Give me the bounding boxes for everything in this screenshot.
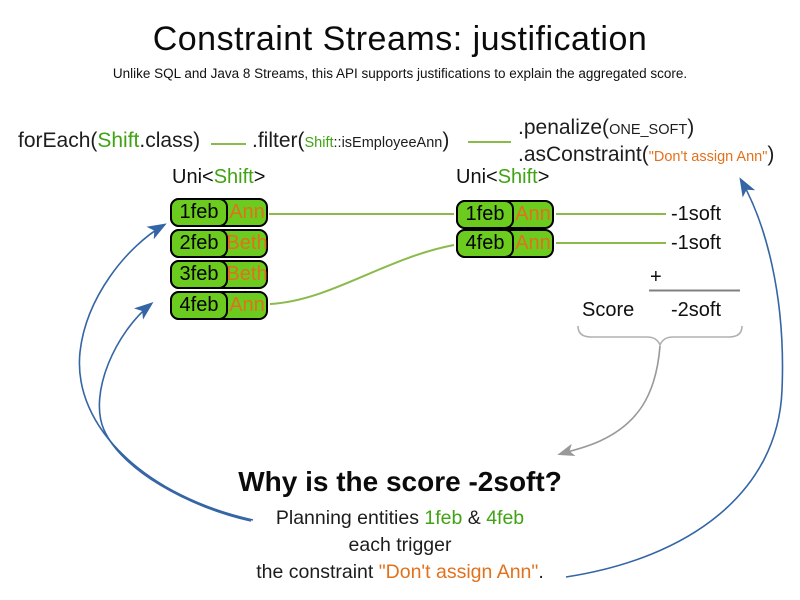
code-penalize-post: ) [687,116,695,139]
code-asconstraint: .asConstraint("Don't assign Ann") [518,143,774,167]
left-shift-row-1: Ann 1feb [170,198,268,227]
penalty-1feb: -1soft [671,203,722,225]
gray-arrow-to-why [557,345,661,457]
penalty-4feb: -1soft [671,232,722,254]
left-shift-row-4: Ann 4feb [170,291,268,320]
left-stream-label-post: > [253,166,266,188]
code-filter-arg-type: Shift [304,135,334,151]
left-shift-row-3: Beth 3feb [170,260,268,289]
score-brace [577,325,743,348]
explanation-line2: each trigger [348,534,452,556]
explanation-line3-post: . [538,561,544,583]
code-filter-post: ) [442,129,450,152]
left-stream-label-type: Shift [213,166,254,188]
shift-date: 4feb [456,229,514,258]
connector-4feb-left-right [269,244,455,305]
code-filter-pre: .filter( [252,129,305,152]
page-subtitle: Unlike SQL and Java 8 Streams, this API … [112,66,688,81]
left-shift-row-2: Beth 2feb [170,229,268,258]
shift-employee: Ann [515,203,551,225]
score-label: Score [582,299,635,321]
code-asconstraint-pre: .asConstraint( [518,143,649,166]
shift-date: 1feb [456,200,514,229]
explanation-entity-1feb: 1feb [424,507,463,529]
explanation-heading: Why is the score -2soft? [238,466,562,497]
right-shift-row-1: Ann 1feb [456,200,554,229]
explanation-line1-pre: Planning entities [275,507,425,529]
score-value: -2soft [671,299,722,321]
right-stream-label-type: Shift [497,166,538,188]
right-stream-label-post: > [537,166,550,188]
explanation-line1-amp: & [462,507,487,529]
page-title: Constraint Streams: justification [152,20,648,58]
right-shift-row-2: Ann 4feb [456,229,554,258]
shift-employee: Ann [229,294,265,316]
code-asconstraint-arg: "Don't assign Ann" [648,149,768,165]
code-filter: .filter(Shift::isEmployeeAnn) [252,129,449,153]
code-penalize-pre: .penalize( [518,116,610,139]
plus-sign: + [650,266,662,288]
code-filter-arg-method: ::isEmployeeAnn [333,135,443,151]
shift-date: 3feb [170,260,228,289]
explanation-constraint-name: "Don't assign Ann" [378,561,539,583]
shift-employee: Ann [229,201,265,223]
code-asconstraint-post: ) [767,143,775,166]
code-foreach-post: .class) [139,129,201,152]
left-stream-label: Uni<Shift> [172,166,265,189]
explanation-line3-pre: the constraint [256,561,379,583]
code-foreach: forEach(Shift.class) [18,129,200,153]
explanation-line3: the constraint "Don't assign Ann". [0,561,800,584]
code-penalize: .penalize(ONE_SOFT) [518,116,694,140]
shift-date: 4feb [170,291,228,320]
explanation-entity-4feb: 4feb [486,507,525,529]
left-stream-label-pre: Uni< [172,166,214,188]
right-stream-label: Uni<Shift> [456,166,549,189]
explanation-line1: Planning entities 1feb & 4feb [0,507,800,530]
shift-employee: Ann [515,232,551,254]
shift-employee: Beth [226,232,268,254]
code-foreach-pre: forEach( [18,129,98,152]
code-penalize-arg: ONE_SOFT [609,122,688,138]
shift-date: 2feb [170,229,228,258]
code-foreach-arg: Shift [97,129,140,152]
right-stream-label-pre: Uni< [456,166,498,188]
shift-employee: Beth [226,263,268,285]
shift-date: 1feb [170,198,228,227]
